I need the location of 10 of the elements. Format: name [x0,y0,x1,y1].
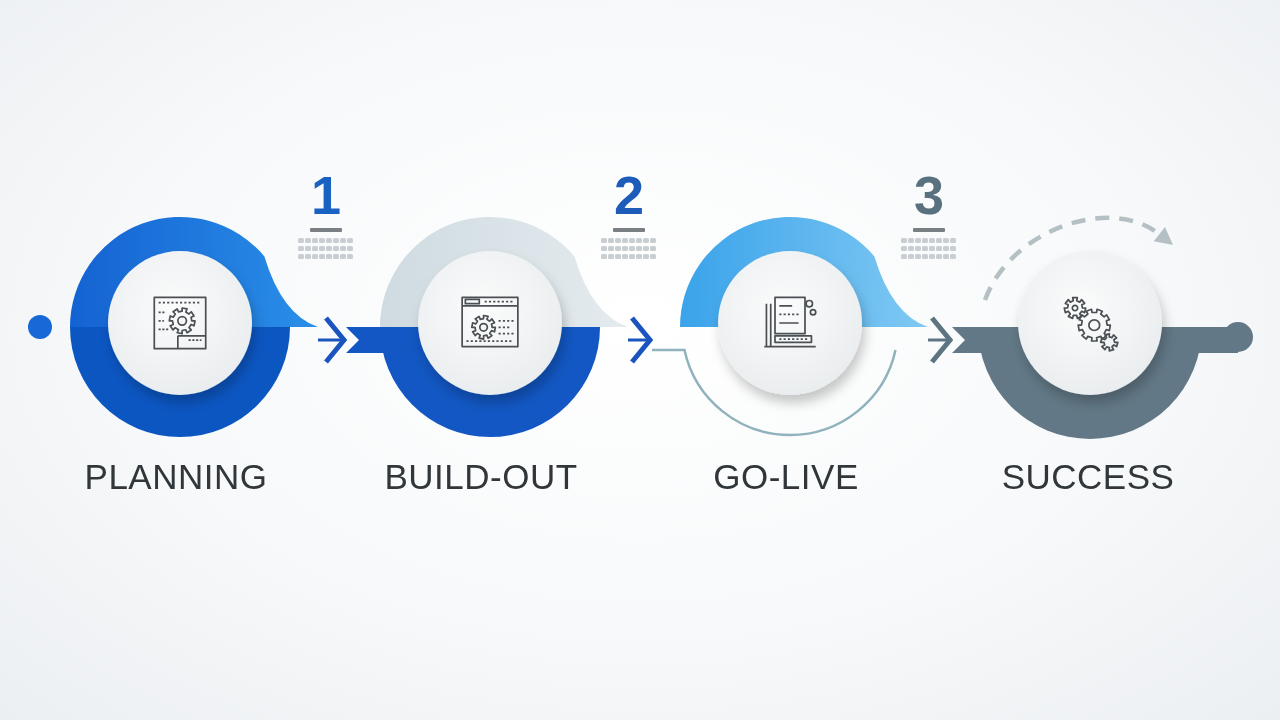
step-title: BUILD-OUT [384,457,578,497]
chevron-arrow [928,315,953,365]
step-number: 3 [914,168,944,222]
step-number: 2 [614,168,644,222]
step-number: 1 [311,168,341,222]
step-title: SUCCESS [1001,457,1175,497]
step-title: GO-LIVE [713,457,859,497]
step-title: PLANNING [84,457,268,497]
chevron-arrow [628,315,653,365]
chevron-arrow [318,315,347,365]
